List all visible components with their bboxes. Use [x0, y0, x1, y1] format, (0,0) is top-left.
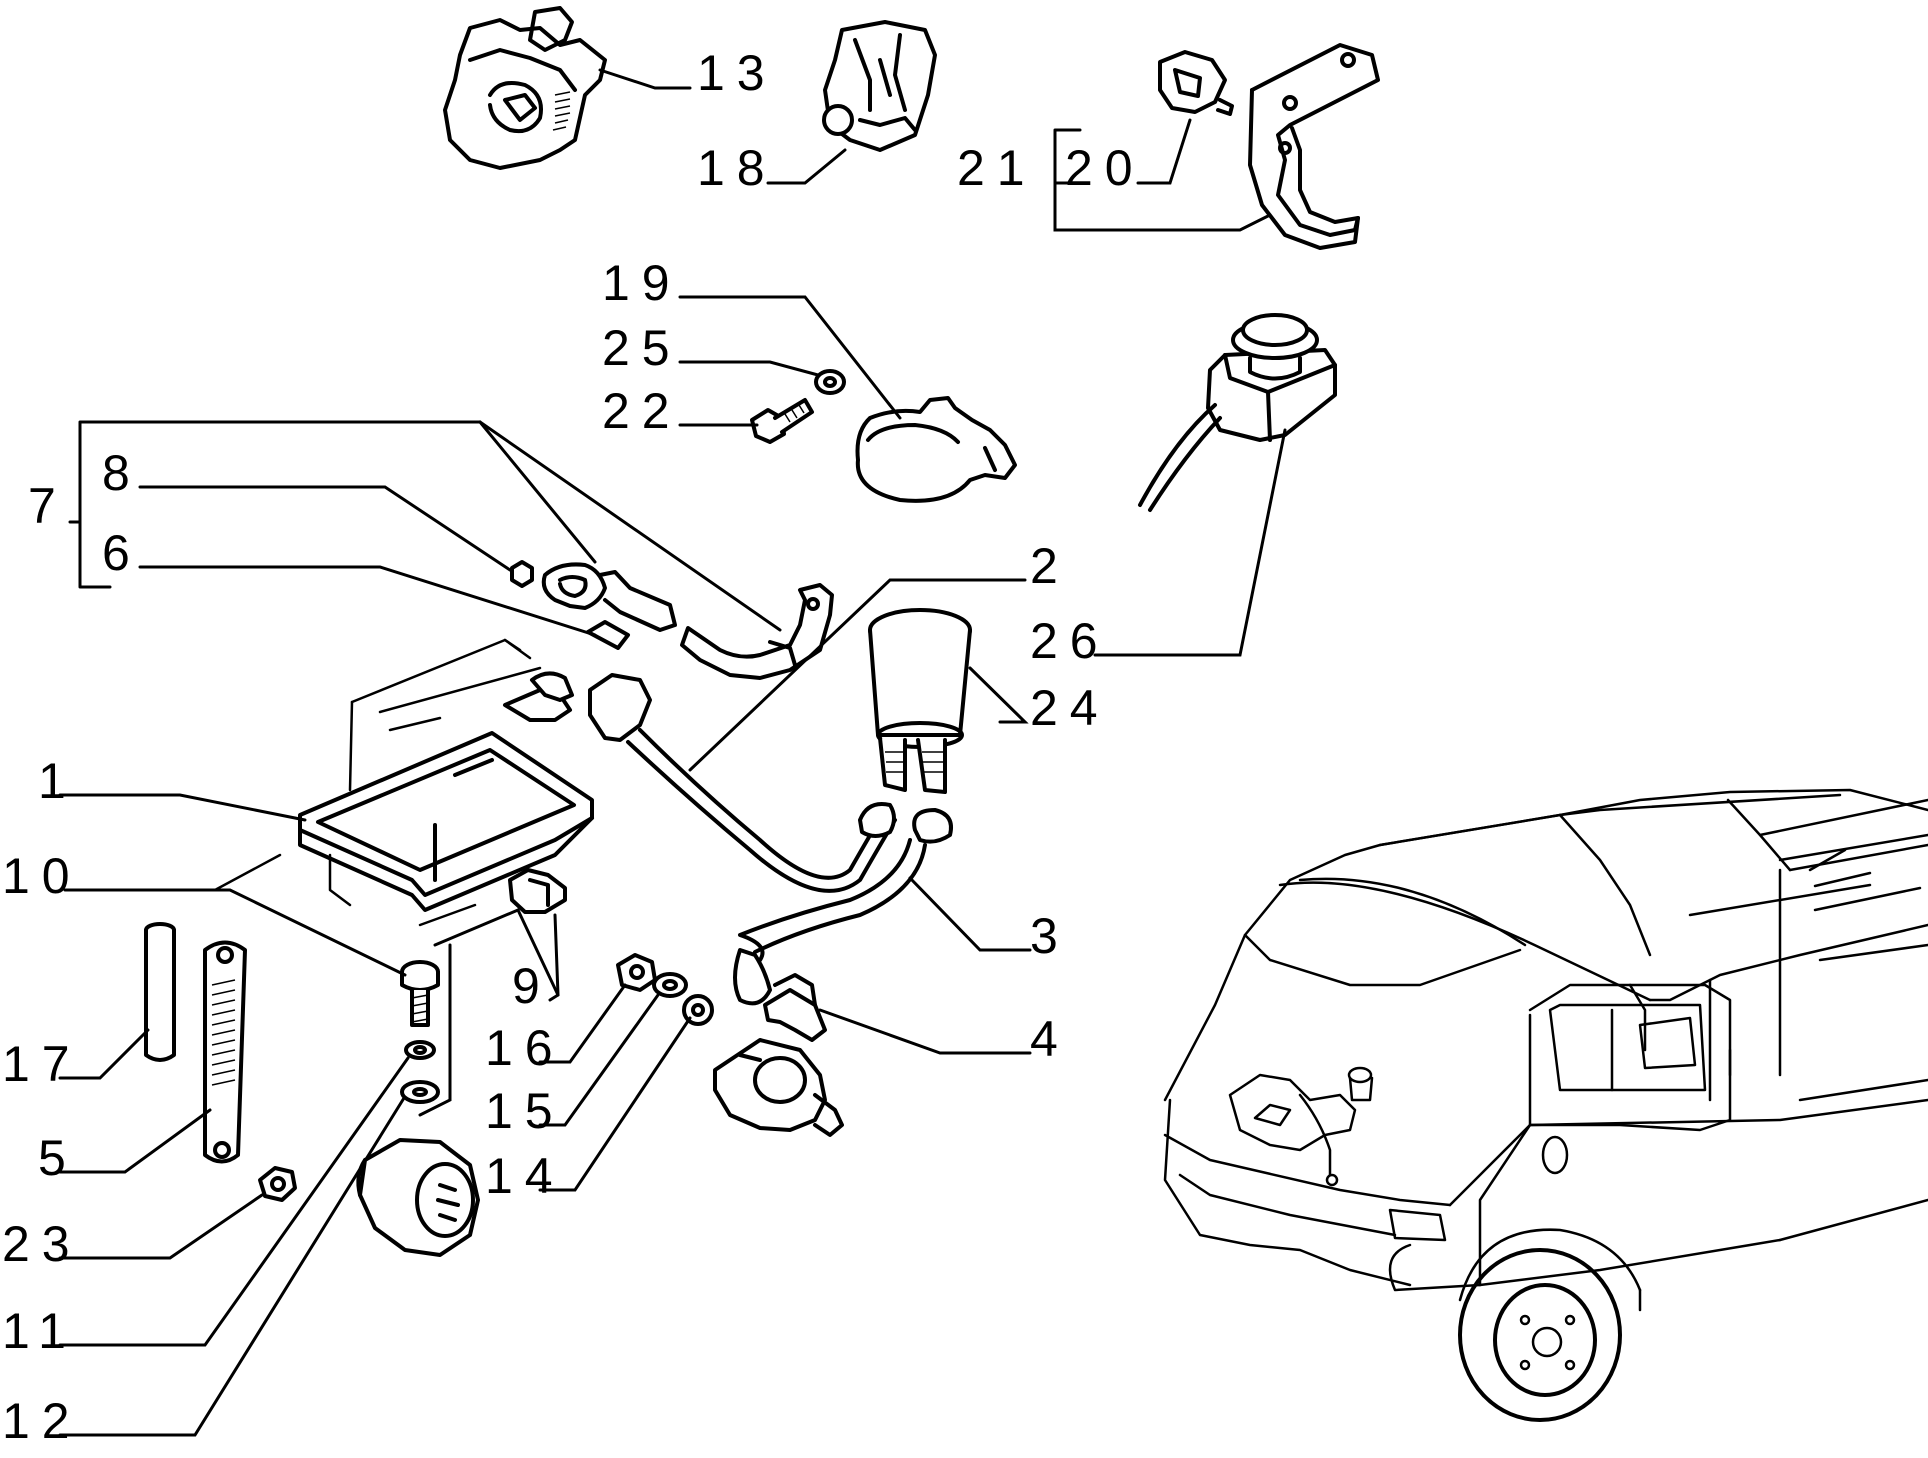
bolt-icon: [400, 960, 440, 1027]
starter-motor-icon: [713, 1038, 844, 1137]
callout-3: 3: [1030, 908, 1070, 964]
callout-23: 23: [2, 1216, 82, 1272]
callout-labels: 13 18 21 20 19 25 22 7 8 6 2 26 24 1 10 …: [2, 45, 1145, 1449]
callout-21: 21: [957, 140, 1037, 196]
callout-25: 25: [602, 320, 682, 376]
callout-13: 13: [697, 45, 777, 101]
callout-9: 9: [512, 958, 552, 1014]
terminal-assembly-icon: [510, 560, 834, 680]
callout-20: 20: [1065, 140, 1145, 196]
callout-6: 6: [102, 525, 142, 581]
callout-17: 17: [2, 1036, 82, 1092]
strap-icon: [203, 940, 247, 1164]
lock-washer-icon: [652, 972, 688, 998]
callout-11: 11: [2, 1303, 78, 1359]
bracket-icon: [1248, 43, 1380, 250]
callout-26: 26: [1030, 613, 1110, 669]
callout-16: 16: [485, 1020, 565, 1076]
callout-18: 18: [697, 140, 777, 196]
alternator-icon: [356, 1138, 480, 1257]
callout-22: 22: [602, 383, 682, 439]
van-icon: [1163, 788, 1928, 1422]
callout-4: 4: [1030, 1011, 1070, 1067]
lock-washer-icon: [404, 1040, 436, 1060]
callout-1: 1: [38, 753, 78, 809]
fuse-holder-icon: [822, 20, 937, 152]
washer-icon: [814, 369, 846, 395]
nut-icon: [616, 953, 657, 992]
callout-10: 10: [2, 848, 82, 904]
callout-2: 2: [1030, 538, 1070, 594]
small-bracket-icon: [508, 868, 567, 914]
terminal-clamp-icon: [443, 6, 607, 170]
callout-7: 7: [28, 478, 68, 534]
leader-lines: [58, 68, 1287, 1437]
callout-12: 12: [2, 1393, 82, 1449]
callout-19: 19: [602, 255, 682, 311]
bolt-icon: [750, 398, 814, 444]
callout-24: 24: [1030, 680, 1110, 736]
cable-icon: [733, 808, 953, 1006]
push-button-switch-icon: [1138, 313, 1337, 512]
sleeve-icon: [144, 922, 176, 1062]
callout-15: 15: [485, 1083, 565, 1139]
battery-cable-icon: [503, 671, 897, 893]
terminal-cap-icon: [763, 973, 827, 1042]
callout-5: 5: [38, 1130, 78, 1186]
callout-8: 8: [102, 445, 142, 501]
callout-14: 14: [485, 1148, 565, 1204]
solenoid-switch-icon: [868, 608, 972, 794]
washer-icon: [400, 1080, 440, 1104]
small-clip-icon: [1158, 50, 1234, 116]
hose-clamp-icon: [855, 396, 1017, 503]
nut-icon: [258, 1166, 297, 1202]
